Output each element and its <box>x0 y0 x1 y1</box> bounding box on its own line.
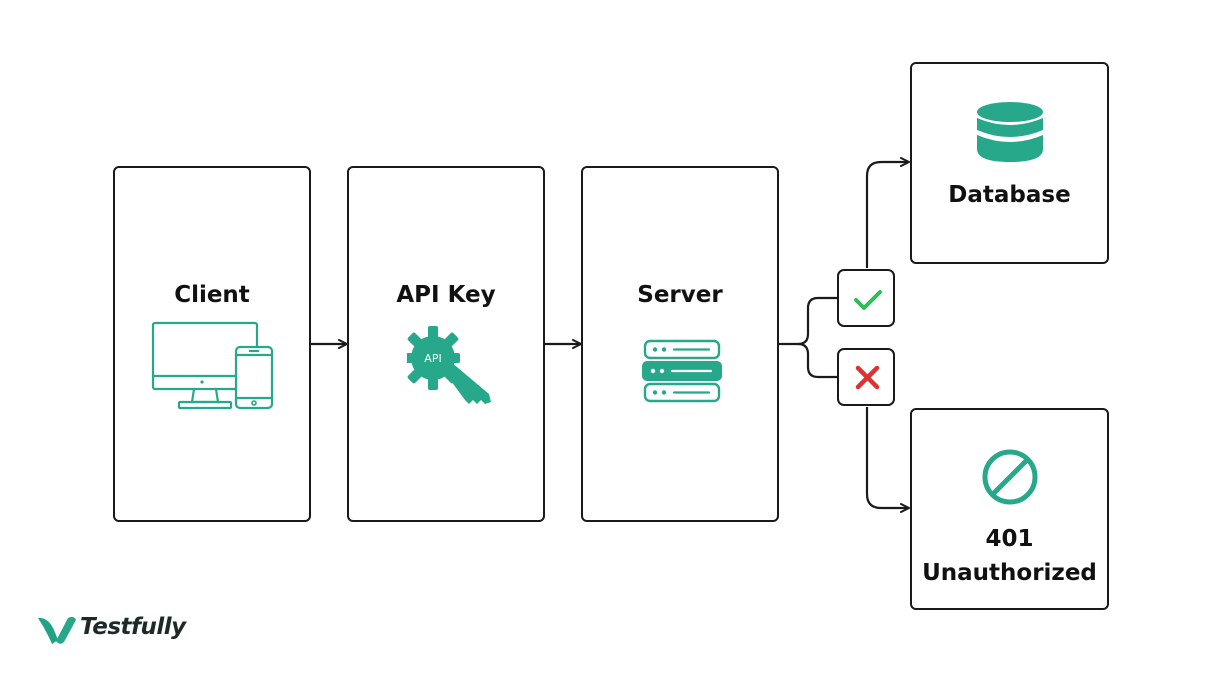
monitor-phone-icon <box>151 321 274 410</box>
prohibited-icon <box>982 449 1038 505</box>
client-node: Client <box>113 166 311 522</box>
api-key-icon: API <box>407 326 491 404</box>
server-node: Server <box>581 166 779 522</box>
branch-to-valid <box>778 296 838 346</box>
server-stack-icon <box>642 339 722 403</box>
unauthorized-node: 401 Unauthorized <box>910 408 1109 610</box>
arrow-valid-to-database <box>865 157 910 268</box>
testfully-logo-icon <box>38 616 76 644</box>
api-key-label: API Key <box>396 282 496 308</box>
client-label: Client <box>174 282 250 308</box>
unauthorized-code-label: 401 <box>985 526 1034 552</box>
checkmark-icon <box>854 290 882 310</box>
api-key-node: API Key API <box>347 166 545 522</box>
database-icon <box>977 102 1043 162</box>
database-label: Database <box>948 182 1071 208</box>
testfully-logo[interactable]: Testfully <box>38 610 198 650</box>
branch-to-invalid <box>797 342 838 379</box>
valid-key-badge <box>837 269 895 327</box>
unauthorized-text-label: Unauthorized <box>922 560 1097 586</box>
api-key-icon-text: API <box>424 352 441 365</box>
brand-name: Testfully <box>80 614 186 640</box>
arrow-invalid-to-unauthorized <box>865 407 910 513</box>
server-label: Server <box>637 282 723 308</box>
x-mark-icon <box>855 365 880 390</box>
database-node: Database <box>910 62 1109 264</box>
invalid-key-badge <box>837 348 895 406</box>
